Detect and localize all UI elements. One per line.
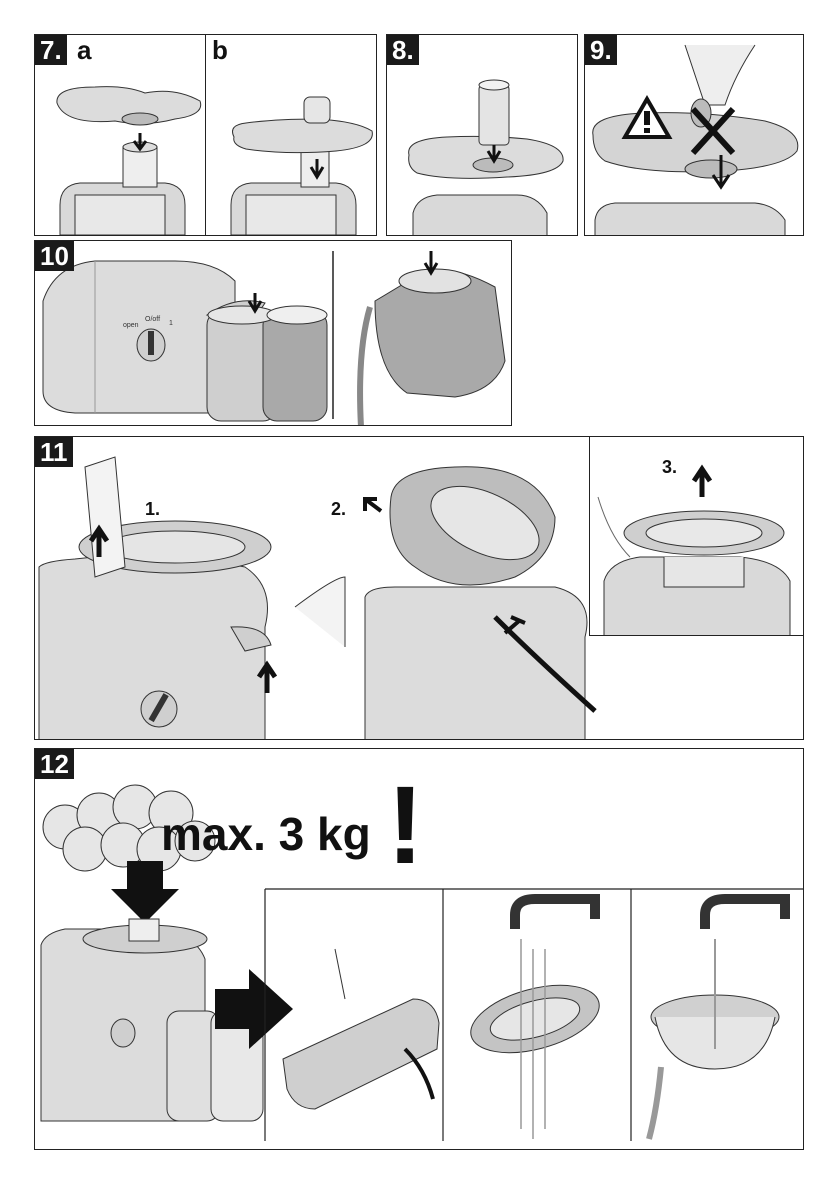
figure-7b-label: b (212, 35, 228, 66)
dial-label-onoff: O/off (145, 316, 160, 323)
diagonal-arrow-icon (365, 499, 381, 511)
tap-icon (515, 899, 595, 929)
figure-8-number: 8. (387, 35, 419, 65)
max-capacity-text: max. 3 kg (161, 807, 371, 861)
power-dial (111, 1019, 135, 1047)
step-1-label: 1. (145, 499, 160, 520)
figure-7a-label: a (77, 35, 91, 66)
figure-7a-panel: 7. a (34, 34, 206, 236)
pulp-container-illustration: open O/off 1 (35, 241, 512, 426)
step-2-label: 2. (331, 499, 346, 520)
down-arrow-icon (111, 861, 179, 923)
filter-lift-inset-illustration (590, 437, 804, 636)
figure-11-inset-panel: 3. (589, 436, 804, 636)
juicer-disc-attach-illustration (206, 35, 377, 236)
dial-label-open: open (123, 322, 139, 329)
figure-9-panel: 9. (584, 34, 804, 236)
no-hand-warning-illustration (585, 35, 804, 236)
figure-7b-panel: b (205, 34, 377, 236)
figure-11-number: 11 (35, 437, 73, 467)
exclamation-mark: ! (387, 771, 424, 881)
juicer-lid-attach-illustration (35, 35, 206, 236)
figure-10-panel: 10 open O/off 1 (34, 240, 512, 426)
tap-icon (705, 899, 785, 929)
step-3-label: 3. (662, 457, 677, 478)
figure-12-number: 12 (35, 749, 74, 779)
pusher-insert-illustration (387, 35, 578, 236)
figure-12-panel: 12 (34, 748, 804, 1150)
dial-label-one: 1 (169, 320, 173, 327)
figure-10-number: 10 (35, 241, 74, 271)
figure-8-panel: 8. (386, 34, 578, 236)
figure-7-number: 7. (35, 35, 67, 65)
figure-9-number: 9. (585, 35, 617, 65)
up-arrow-icon (694, 469, 710, 497)
figure-11-panel: 11 1. 2. 3. (34, 436, 804, 740)
